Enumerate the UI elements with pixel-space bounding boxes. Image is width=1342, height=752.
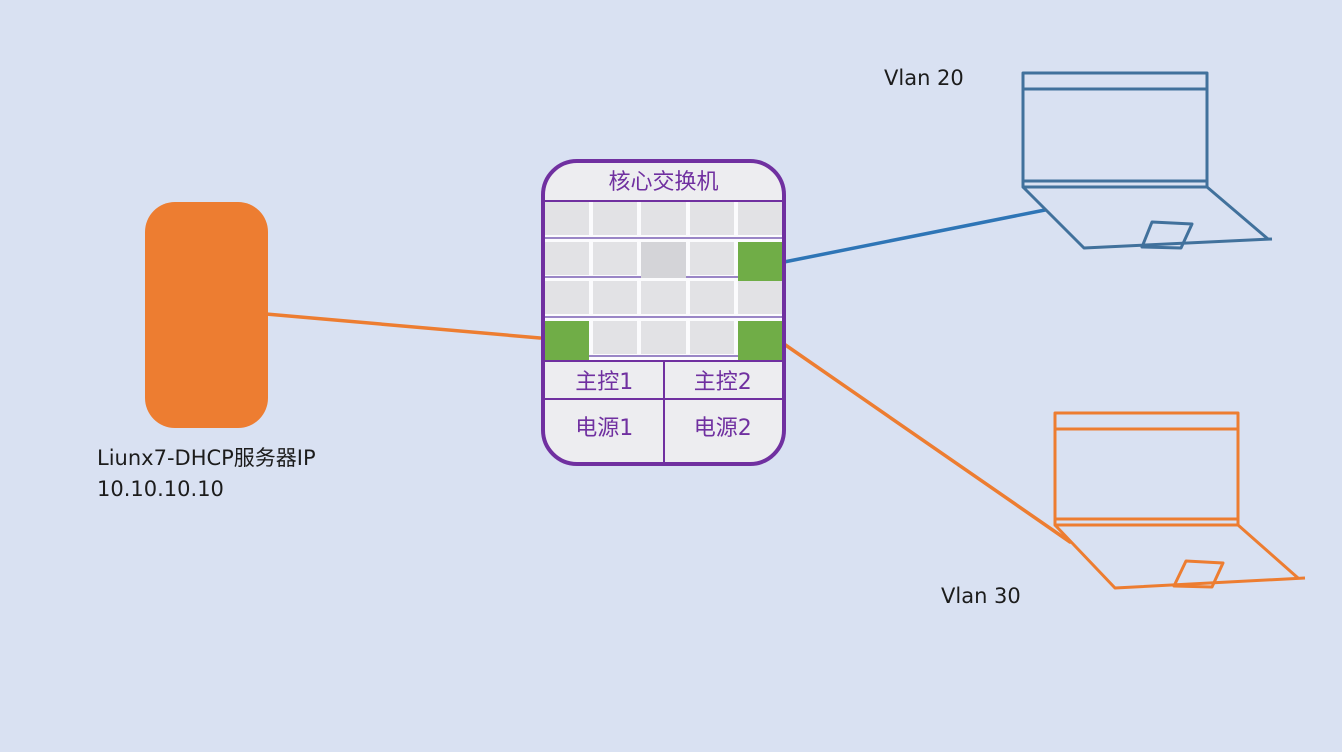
dhcp-server-shape — [145, 202, 268, 428]
switch-port-row — [545, 241, 782, 282]
switch-port — [593, 241, 638, 275]
switch-port — [545, 241, 590, 275]
switch-port-active — [737, 320, 782, 360]
switch-port — [689, 241, 734, 275]
switch-port-active — [545, 320, 590, 360]
switch-port — [689, 281, 734, 314]
port-row-line — [545, 236, 782, 239]
switch-port — [593, 320, 638, 354]
vlan20-label: Vlan 20 — [884, 66, 964, 90]
connector-server-to-switch — [264, 312, 542, 340]
power1-label: 电源1 — [575, 416, 634, 441]
switch-port — [593, 281, 638, 314]
dhcp-server-name: Liunx7-DHCP服务器IP — [97, 446, 316, 470]
switch-port-row — [545, 320, 782, 361]
connector-switch-to-vlan30 — [782, 342, 1072, 544]
switch-port — [545, 281, 590, 314]
controller2-label: 主控2 — [693, 370, 752, 395]
switch-port-active — [737, 241, 782, 281]
switch-port — [545, 202, 590, 235]
power2-label: 电源2 — [693, 416, 752, 441]
vlan30-label: Vlan 30 — [941, 584, 1021, 608]
connector-switch-to-vlan20 — [782, 208, 1047, 264]
switch-port — [737, 202, 782, 235]
switch-port — [641, 320, 686, 354]
switch-port — [641, 281, 686, 314]
switch-port-dim — [641, 241, 686, 278]
switch-port-row — [545, 281, 782, 321]
switch-center-divider — [662, 360, 665, 462]
controller1-label: 主控1 — [575, 370, 634, 395]
switch-port — [593, 202, 638, 235]
switch-port-row — [545, 202, 782, 242]
switch-port-grid — [545, 202, 782, 360]
laptop-vlan20-icon — [1021, 71, 1273, 250]
core-switch-title: 核心交换机 — [608, 170, 719, 195]
switch-port — [737, 281, 782, 314]
switch-controller-row: 主控1 主控2 — [545, 362, 782, 398]
laptop-vlan30-icon — [1053, 411, 1306, 590]
laptop-vlan30-touchpad — [1172, 559, 1225, 589]
switch-port — [641, 202, 686, 235]
port-row-line — [545, 355, 782, 357]
port-row-line — [545, 315, 782, 318]
switch-divider-top — [545, 200, 782, 202]
switch-port — [689, 320, 734, 354]
dhcp-server-label: Liunx7-DHCP服务器IP 10.10.10.10 — [97, 443, 316, 505]
core-switch-shape: 核心交换机 主控1 主控2 电源1 电源2 — [541, 159, 786, 466]
switch-power-row: 电源1 电源2 — [545, 400, 782, 462]
switch-port — [689, 202, 734, 235]
dhcp-server-ip: 10.10.10.10 — [97, 477, 224, 501]
laptop-vlan20-touchpad — [1140, 220, 1194, 250]
